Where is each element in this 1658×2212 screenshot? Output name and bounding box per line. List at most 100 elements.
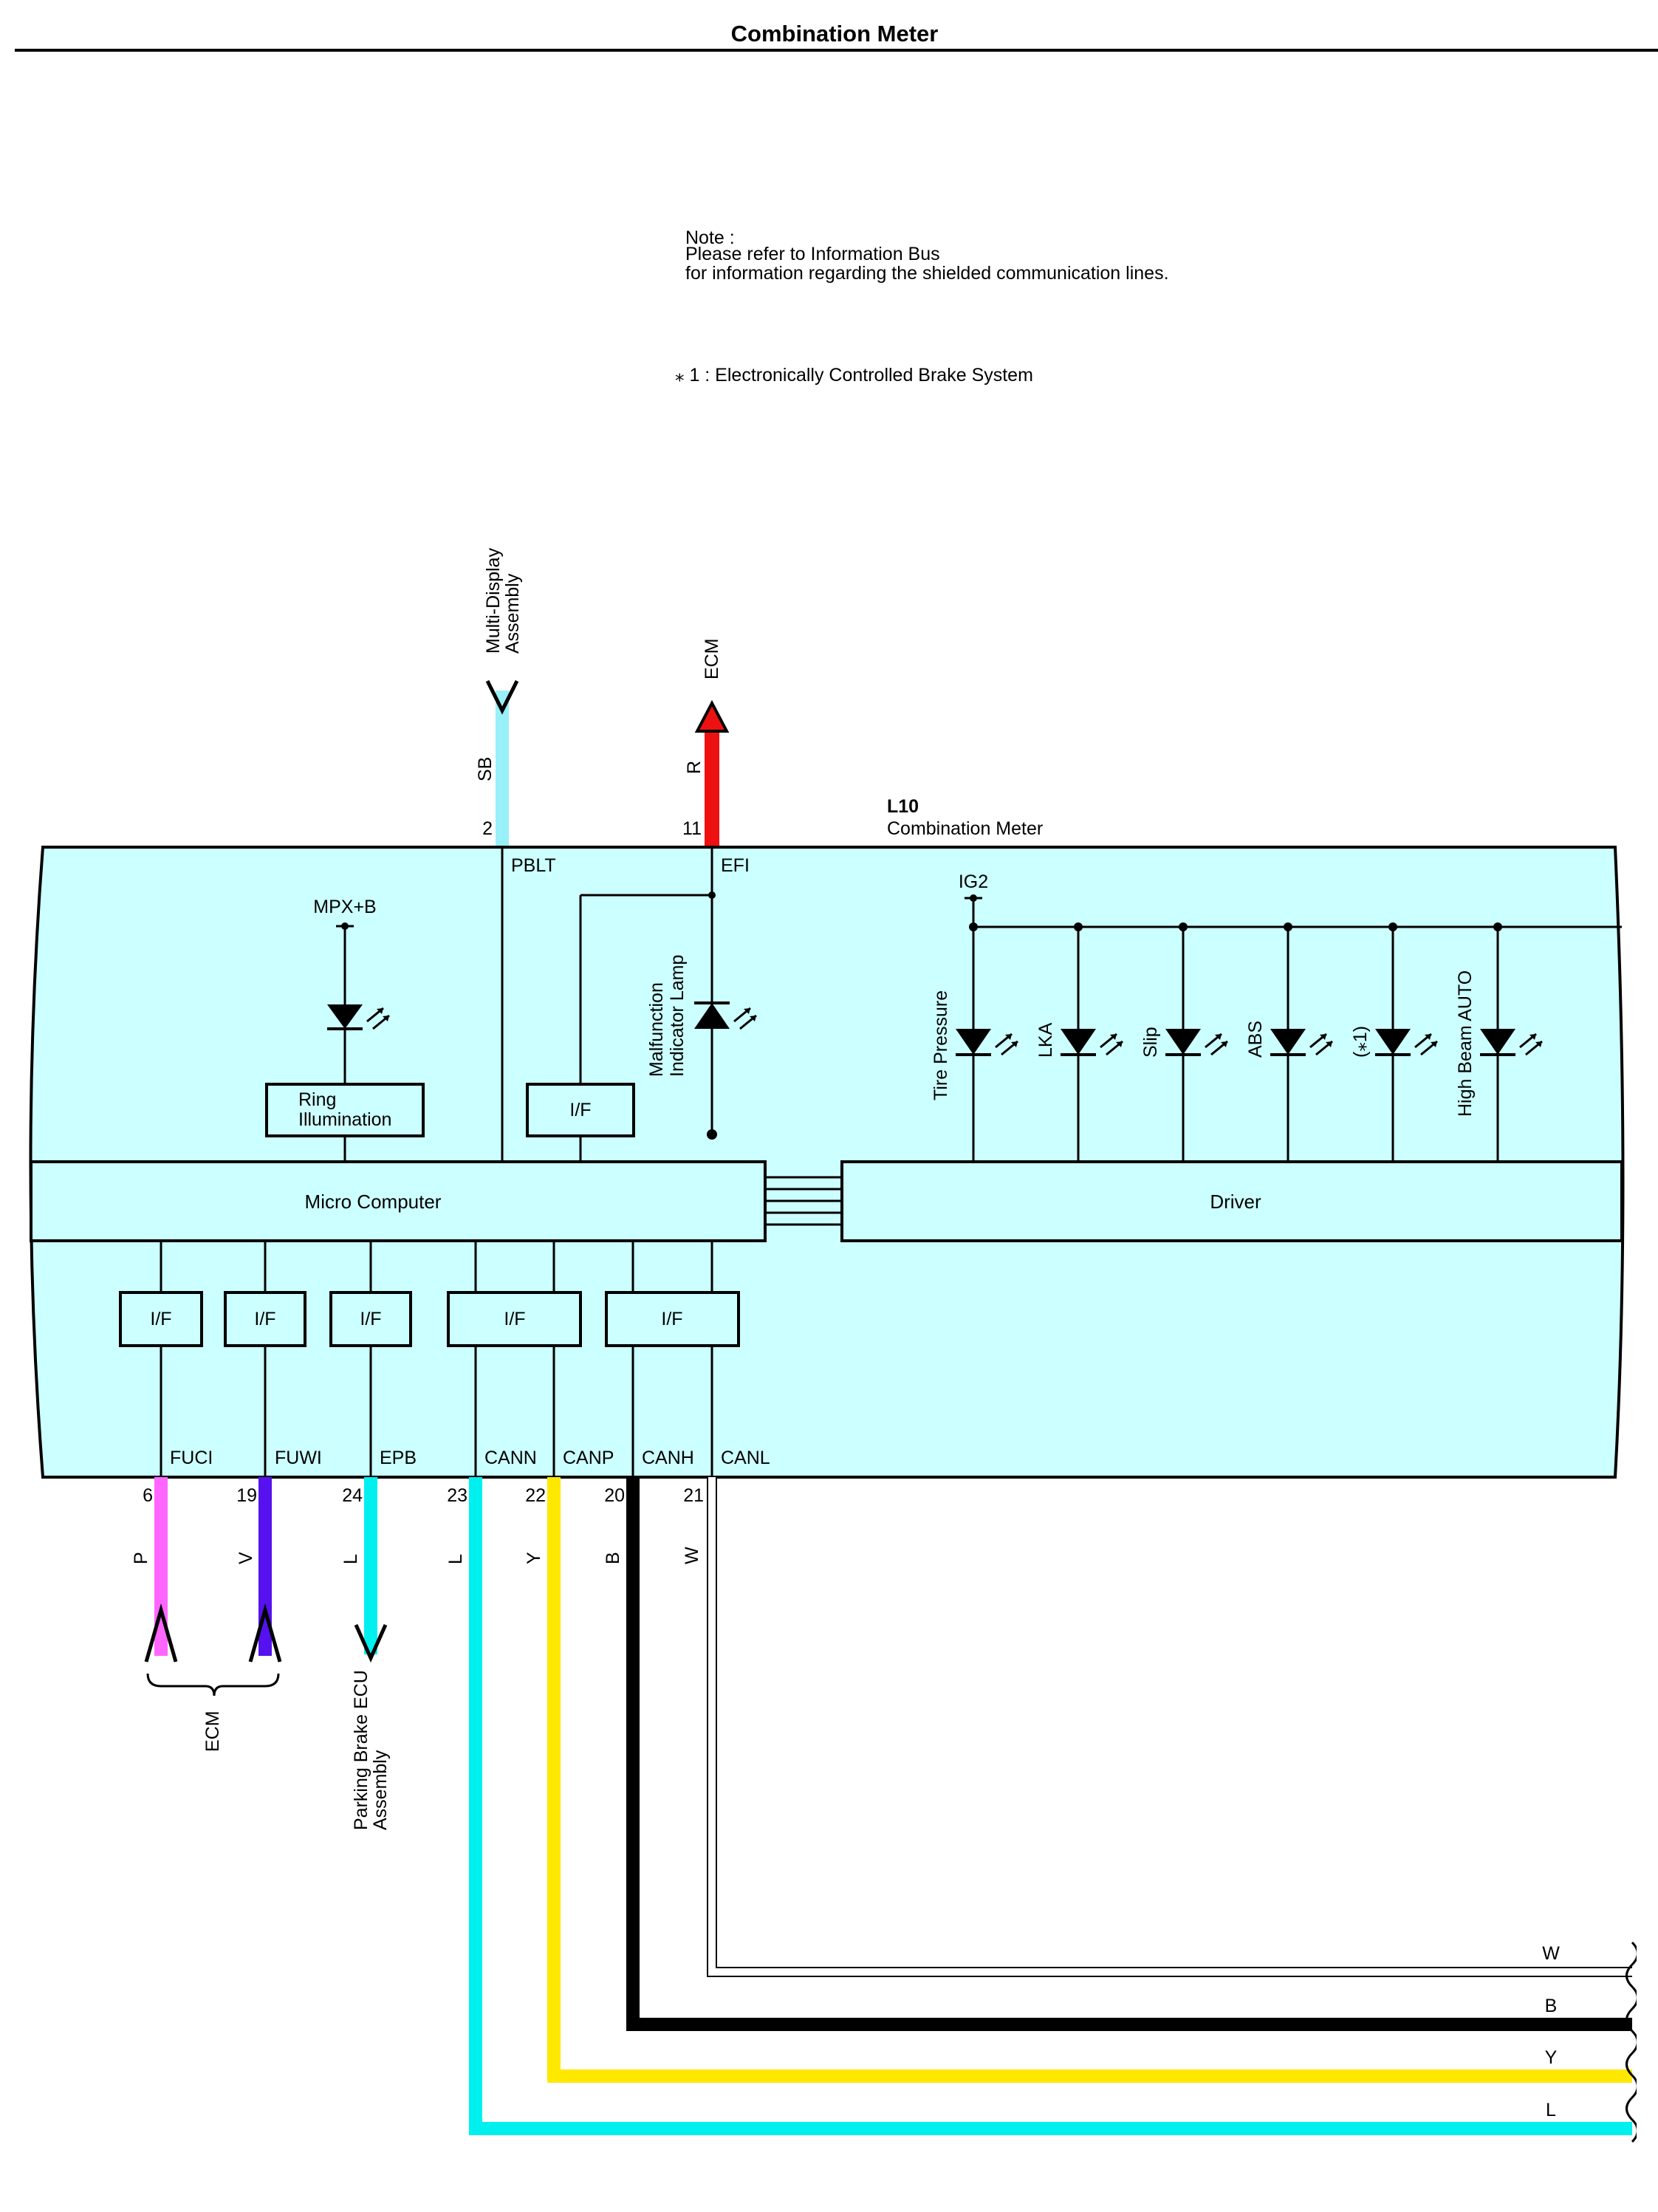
terminal-canh: CANH [642,1448,694,1468]
lamp-5: High Beam AUTO [1455,922,1543,1162]
wire-sb [496,691,509,847]
dest-multi-display-2: Assembly [502,573,523,654]
driver-label: Driver [1210,1191,1261,1213]
lamp-0: Tire Pressure [931,922,1018,1162]
ring-illumination-circuit: MPX+B Ring Illumination [265,897,425,1162]
if-box-can-n-p [447,1291,582,1347]
ig2-label: IG2 [959,872,988,892]
bottom-terminals: FUCI FUWI EPB CANN CANP CANH CANL 6 19 2… [131,1448,770,1564]
micro-computer-label: Micro Computer [305,1191,442,1213]
footnote: ⁎ 1 : Electronically Controlled Brake Sy… [675,365,1033,386]
lamp-1: LKA [1035,922,1123,1162]
pin-23: 23 [447,1485,467,1506]
wire-l-cann [469,1477,1632,2135]
internal-bus [765,1176,842,1226]
lamp-label-2: Slip [1140,1027,1161,1058]
if-box-can-h-l [605,1291,740,1347]
if-label: I/F [504,1309,525,1329]
note-line-3: for information regarding the shielded c… [685,263,1169,284]
led-icon [694,1001,757,1030]
connector-code: L10 [887,796,919,817]
dest-parking-brake-1: Parking Brake ECU [351,1670,371,1830]
lamp-list: Tire Pressure LKA Slip ABS (⁎1) High Beam AUT… [931,922,1543,1162]
note-block: Note : Please refer to Information Bus f… [685,227,1169,284]
led-icon [1375,1029,1438,1056]
ring-illumination-label-1: Ring [298,1089,336,1110]
pin-20: 20 [604,1485,625,1506]
mil-circuit: I/F Malfunction Indicator Lamp [526,847,757,1162]
lamp-label-3: ABS [1245,1021,1266,1058]
if-label: I/F [360,1309,381,1329]
arrow-in-icon [248,1603,282,1663]
dest-ecm-top: ECM [702,638,722,679]
color-code-b: B [603,1552,623,1564]
ig2-lamp-bank: IG2 Tire Pressure LKA Slip ABS (⁎1) High Beam… [931,872,1622,1162]
note-line-1: Note : [685,227,735,248]
lamp-label-0: Tire Pressure [931,990,951,1100]
mil-label-2: Indicator Lamp [667,955,688,1077]
bottom-interfaces: I/F I/F I/F I/F I/F [119,1241,740,1477]
pin-22: 22 [525,1485,546,1506]
mil-label-1: Malfunction [646,982,667,1077]
wire-r [705,727,719,847]
terminal-pblt: PBLT [511,855,556,876]
wire-w-canl [707,1477,1632,1977]
driver-block [840,1160,1623,1242]
micro-computer-block [30,1160,767,1242]
terminal-epb: EPB [380,1448,417,1468]
ring-illumination-box [265,1083,425,1137]
if-label: I/F [254,1309,275,1329]
color-code-v: V [236,1552,256,1564]
terminal-efi: EFI [721,855,750,876]
wire-v-fuwi [248,1477,282,1663]
lamp-label-4: (⁎1) [1350,1026,1371,1058]
if-label: I/F [569,1100,591,1120]
if-label: I/F [661,1309,682,1329]
color-code-l: L [340,1554,361,1564]
ring-illumination-label-2: Illumination [298,1109,391,1130]
dest-ecm-bottom: ECM [202,1711,223,1752]
lamp-3: ABS [1245,922,1333,1162]
pin-2: 2 [482,818,493,839]
connector-name: Combination Meter [887,818,1043,839]
color-code-sb: SB [475,757,496,781]
terminal-fuci: FUCI [170,1448,213,1468]
note-line-2: Please refer to Information Bus [685,244,940,264]
bus-label-w: W [1542,1943,1560,1964]
mpx-label: MPX+B [313,897,376,917]
arrow-out-icon [694,699,730,733]
terminal-fuwi: FUWI [275,1448,322,1468]
pin-21: 21 [683,1485,704,1506]
page-title: Combination Meter [731,21,939,47]
lamp-label-5: High Beam AUTO [1455,970,1476,1117]
lamp-2: Slip [1140,922,1228,1162]
ecm-brace [146,1673,280,1696]
lamp-label-1: LKA [1035,1022,1056,1058]
color-code-w: W [682,1547,702,1564]
arrow-in-icon [144,1603,178,1663]
color-code-l: L [445,1554,466,1564]
arrow-in-icon [485,679,519,715]
arrow-out-icon [354,1623,388,1663]
color-code-y: Y [524,1552,544,1564]
color-code-r: R [684,761,705,774]
terminal-canl: CANL [721,1448,770,1468]
wire-sb-pblt [485,679,519,847]
if-label: I/F [150,1309,171,1329]
bus-label-l: L [1546,2100,1556,2120]
terminal-canp: CANP [563,1448,614,1468]
wire-p-fuci [144,1477,178,1663]
dest-multi-display-1: Multi-Display [483,547,504,654]
wire-y-canp [547,1477,1632,2083]
pin-6: 6 [143,1485,153,1506]
pin-19: 19 [236,1485,257,1506]
dest-parking-brake-2: Assembly [370,1750,391,1830]
wire-l-epb [354,1477,388,1663]
break-cover [1637,1935,1658,2149]
pin-24: 24 [342,1485,363,1506]
bus-label-y: Y [1545,2047,1558,2068]
wire-b-canh [626,1477,1632,2031]
bus-label-b: B [1545,1996,1558,2016]
color-code-p: P [131,1552,151,1564]
